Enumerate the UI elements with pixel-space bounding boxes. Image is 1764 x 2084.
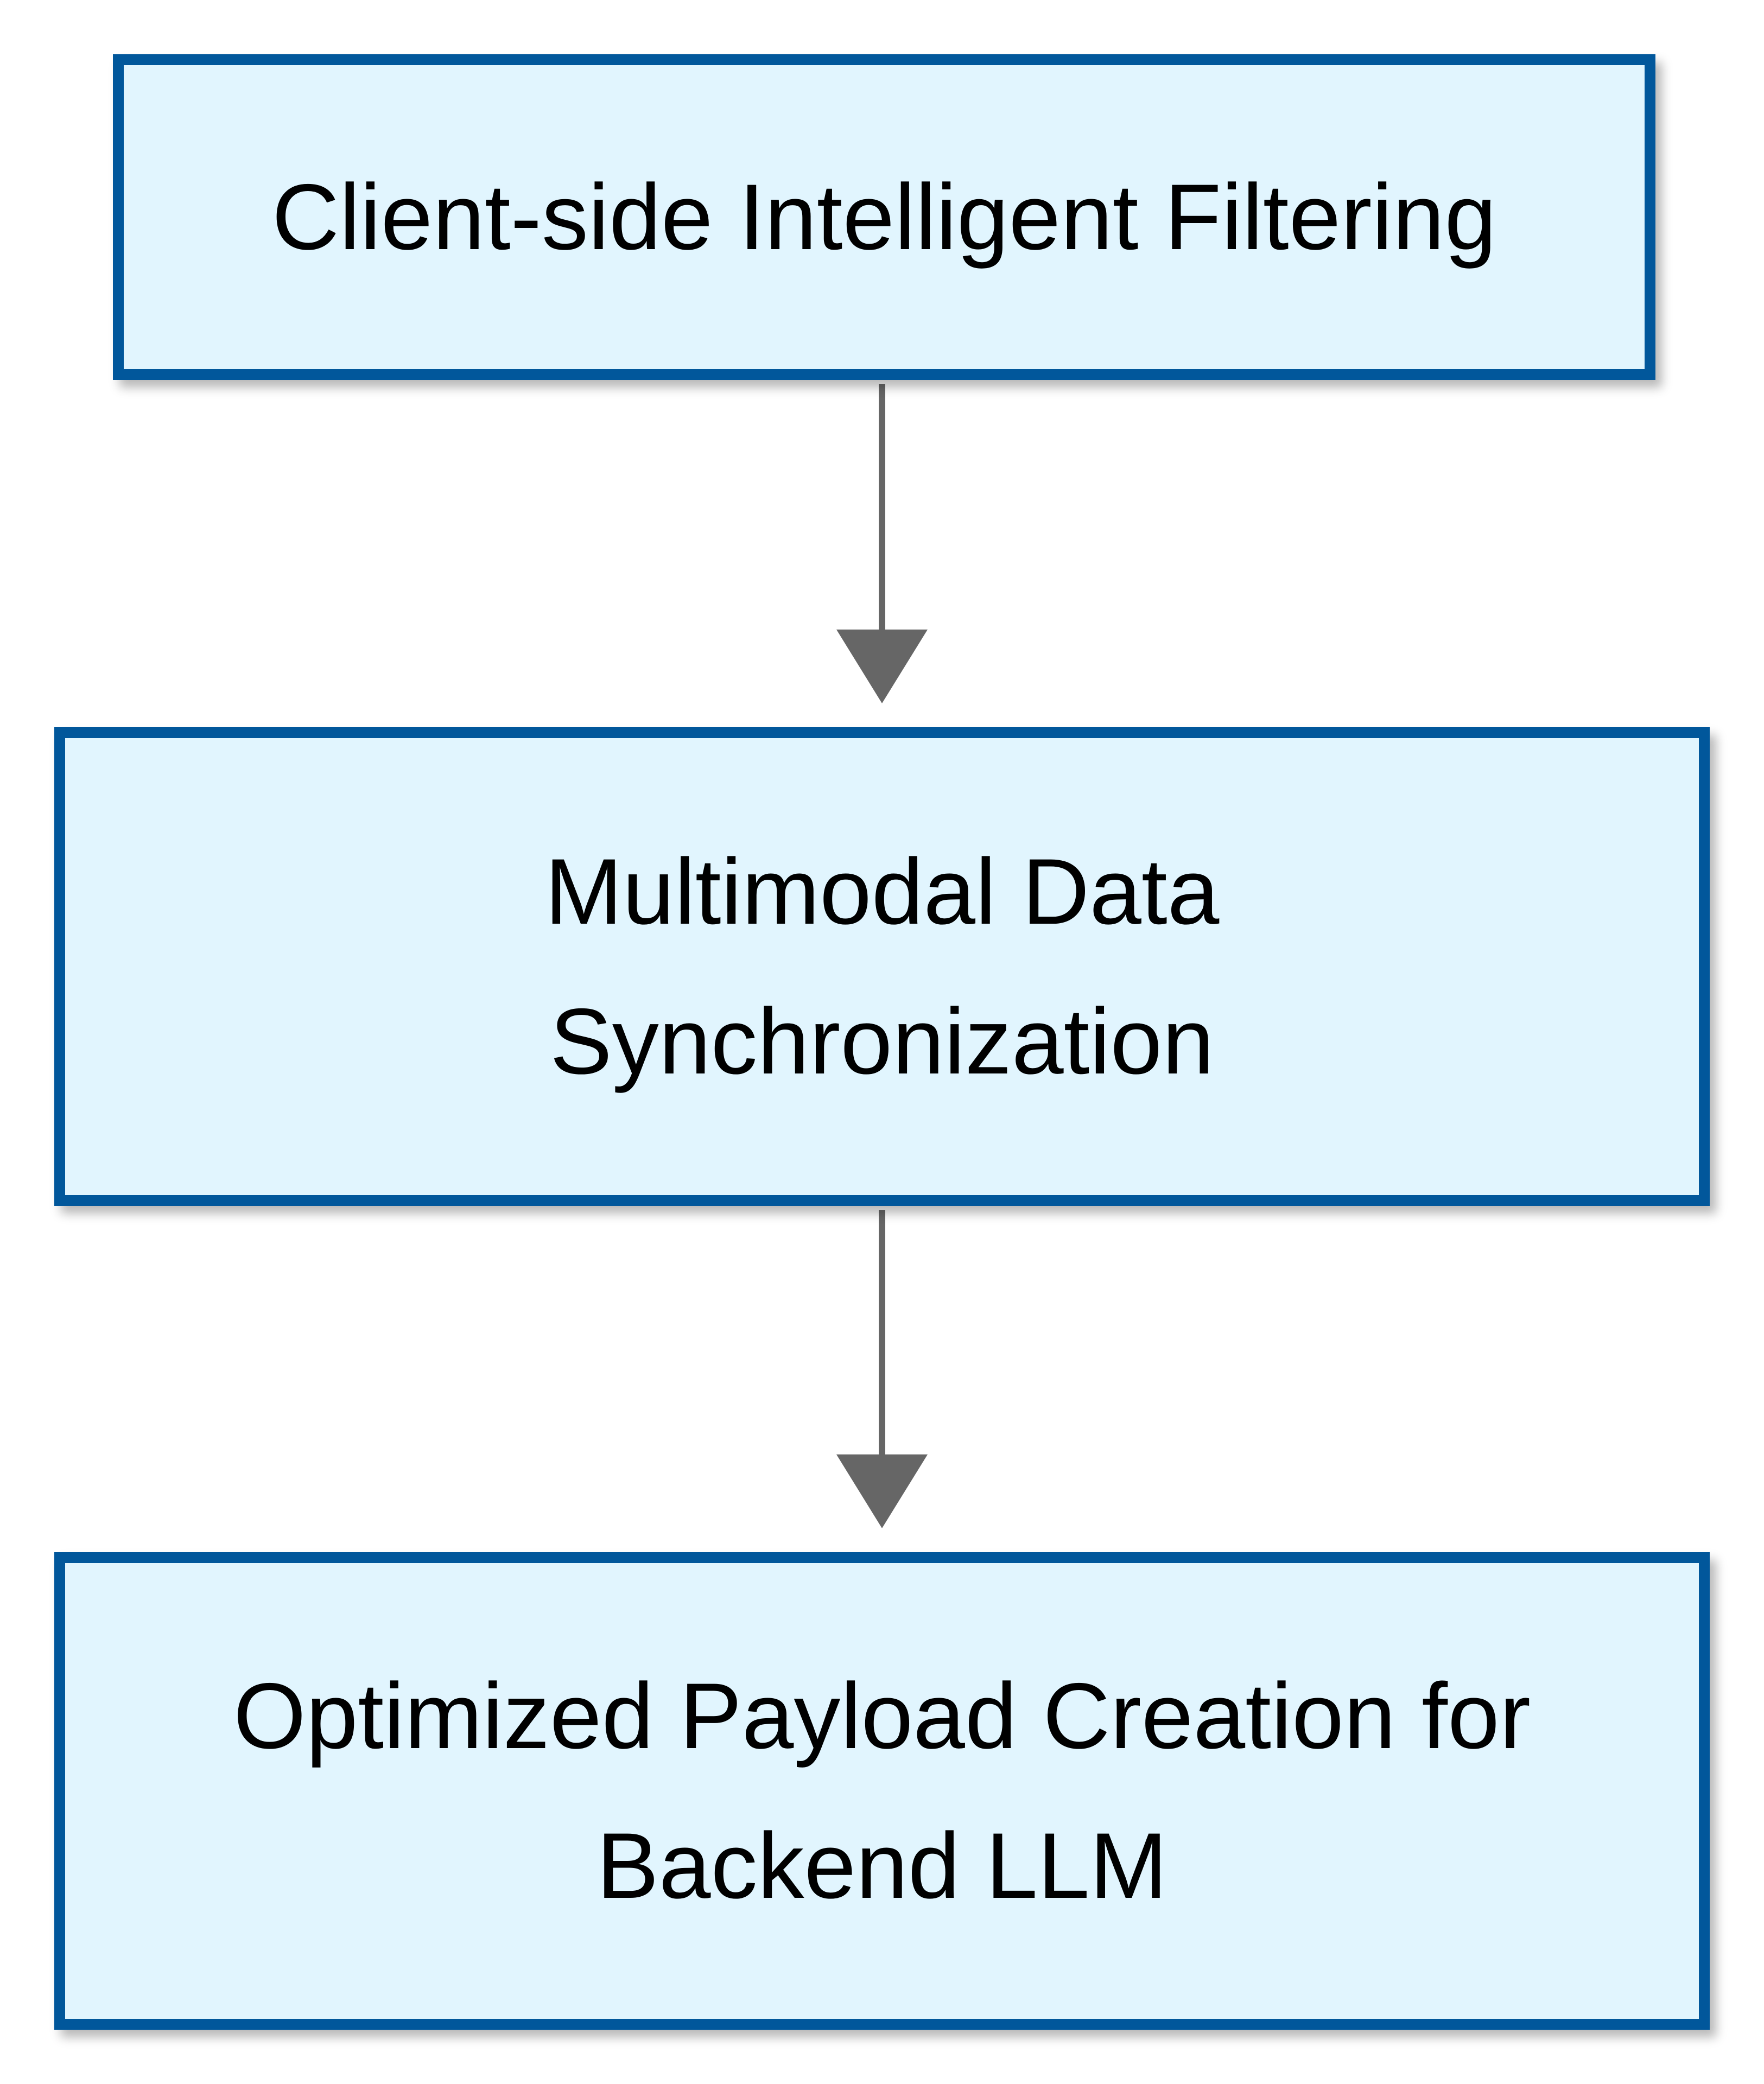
node-label: Client-side Intelligent Filtering (271, 165, 1497, 269)
node-label: Multimodal Data Synchronization (544, 840, 1220, 1094)
arrowhead-n1-n2 (836, 630, 928, 703)
node-optimized-payload-creation: Optimized Payload Creation for Backend L… (54, 1552, 1710, 2030)
node-client-side-intelligent-filtering: Client-side Intelligent Filtering (113, 54, 1655, 380)
edge-n2-n3 (836, 1210, 928, 1528)
edge-n1-n2 (836, 384, 928, 703)
node-label: Optimized Payload Creation for Backend L… (233, 1664, 1531, 1918)
arrowhead-n2-n3 (836, 1454, 928, 1528)
node-multimodal-data-synchronization: Multimodal Data Synchronization (54, 727, 1710, 1206)
